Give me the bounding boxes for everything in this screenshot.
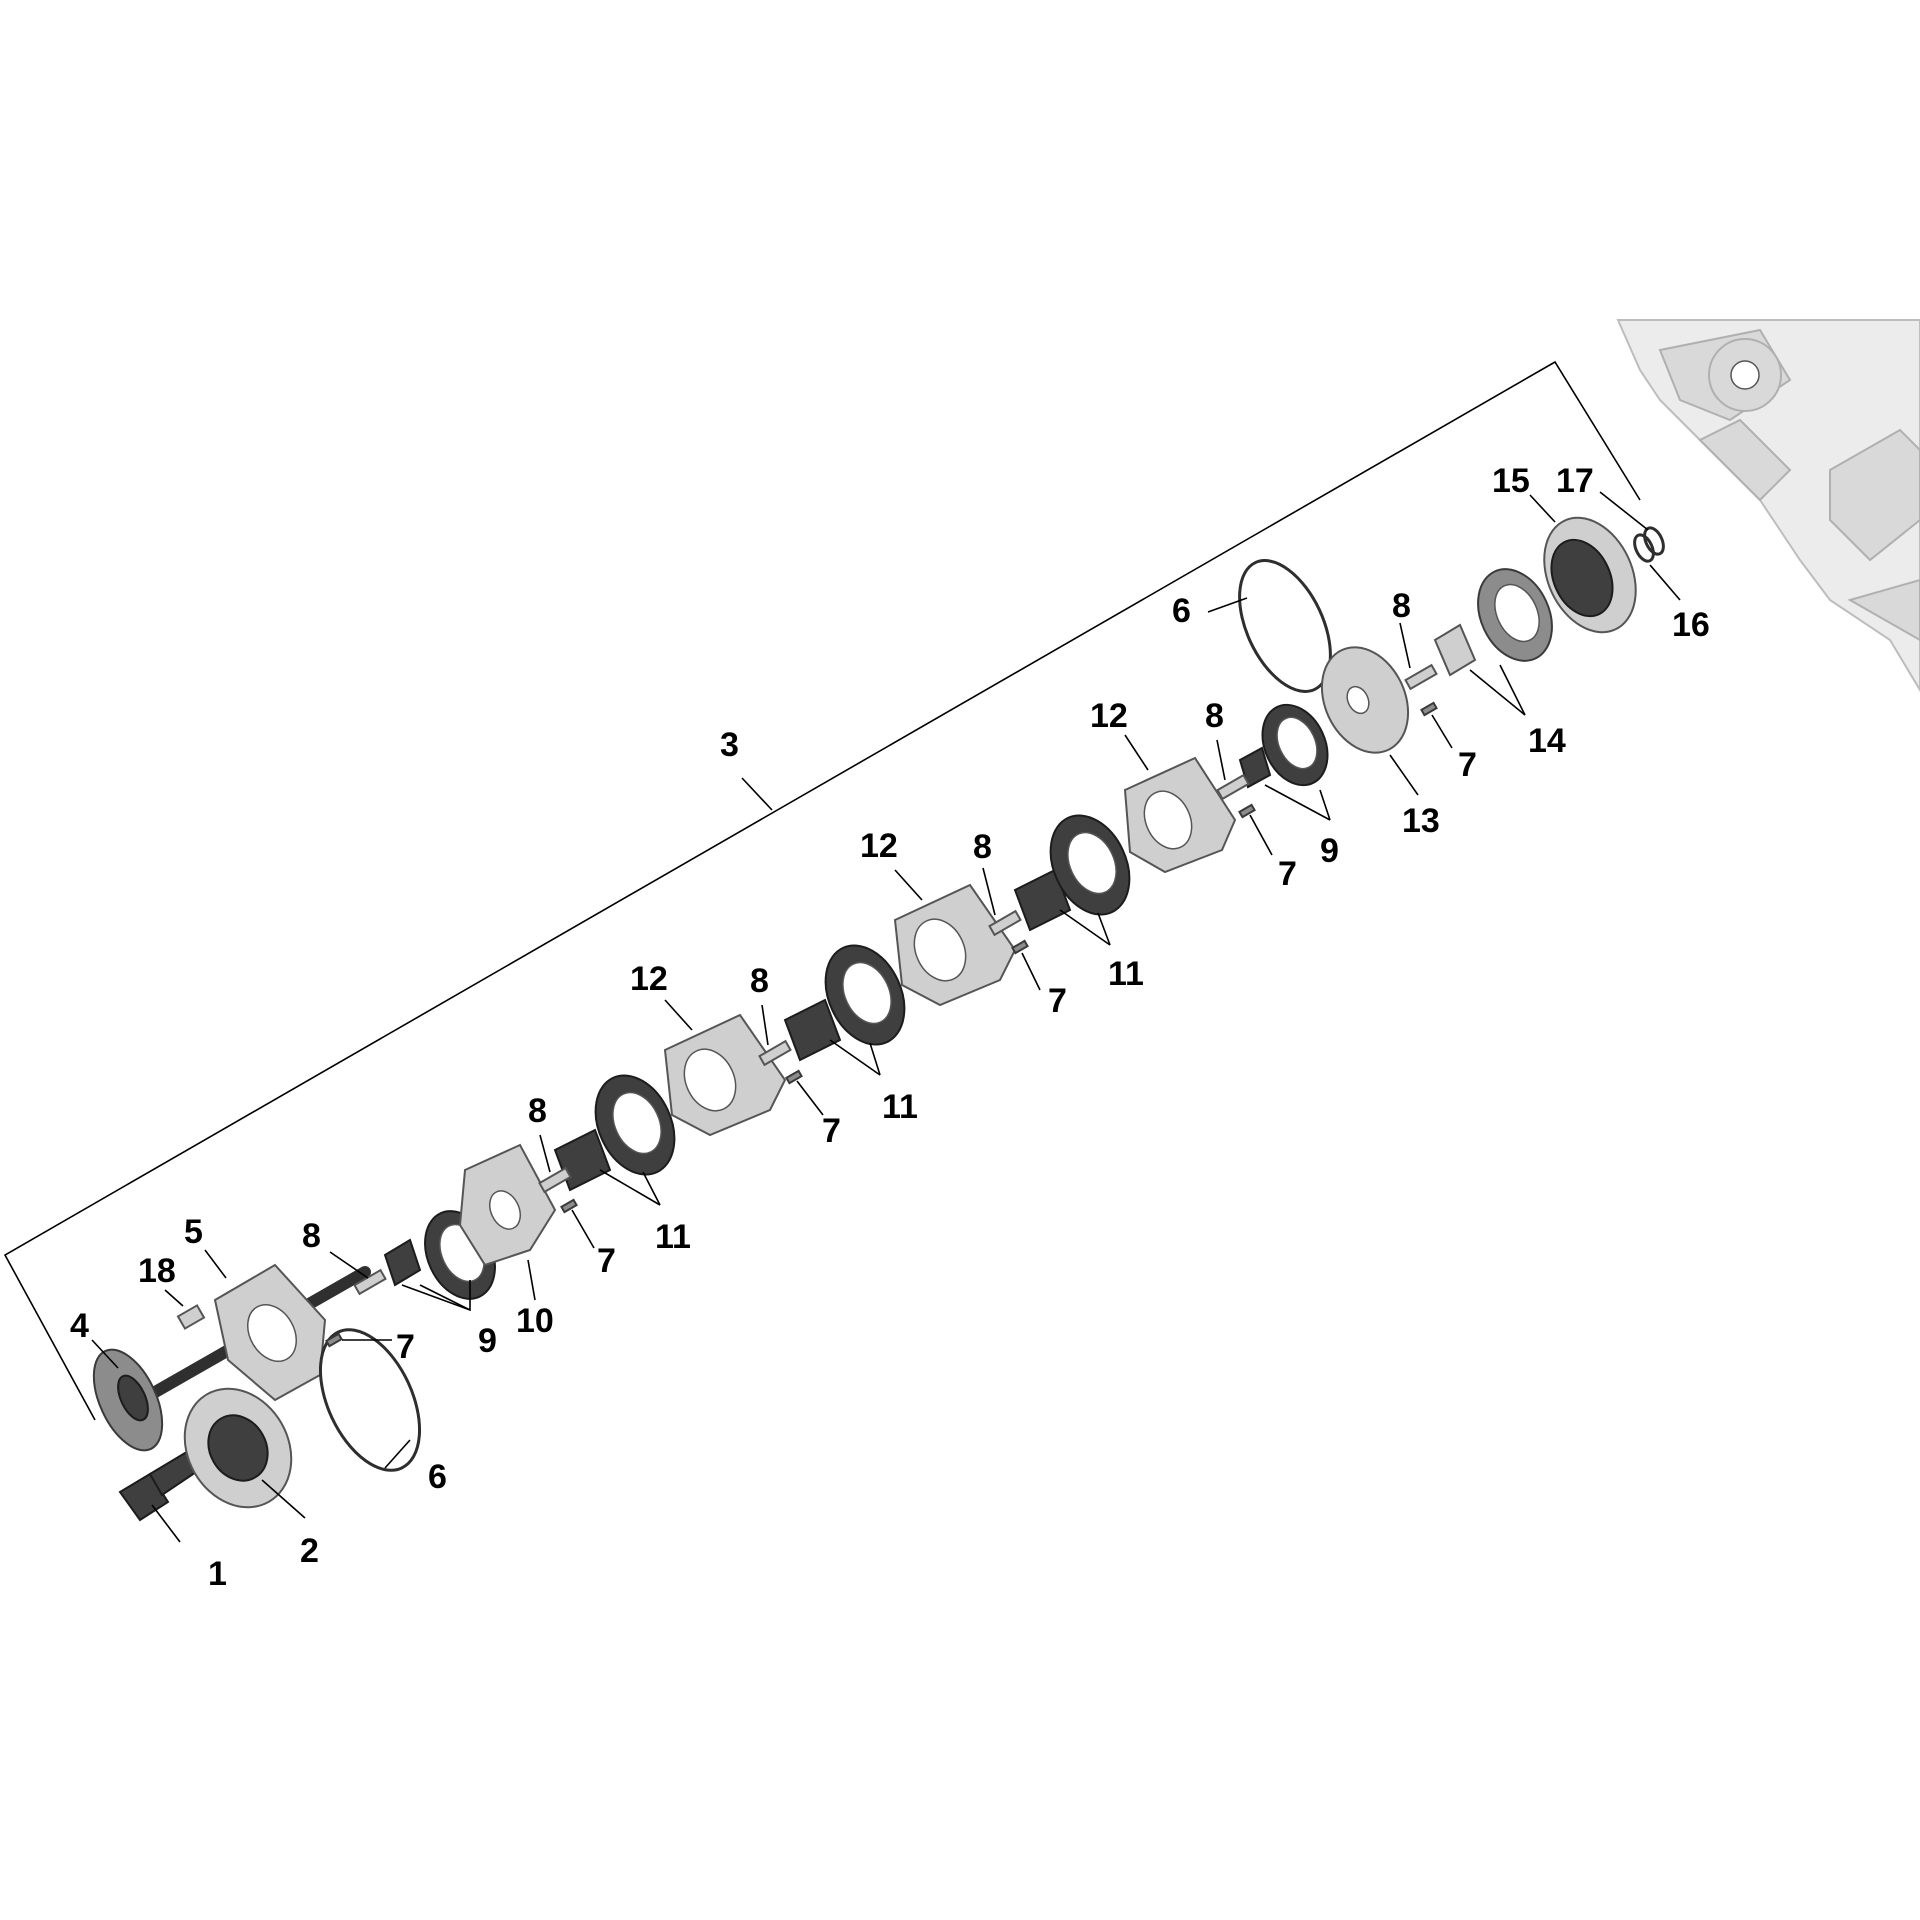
rotor-set-1 (383, 1210, 496, 1300)
stage-3 (1013, 814, 1131, 932)
callout-12-b: 12 (860, 827, 898, 865)
callout-8-d: 8 (973, 828, 992, 866)
cover-plate (213, 1263, 327, 1402)
callout-9-a: 9 (478, 1322, 497, 1360)
leader-lines (91, 491, 1681, 1543)
engine-housing (1616, 319, 1920, 692)
callout-4: 4 (70, 1307, 89, 1345)
drive-gear (92, 1348, 164, 1452)
callout-7-a: 7 (396, 1328, 415, 1366)
ring-17 (1643, 526, 1665, 556)
callout-18: 18 (138, 1252, 176, 1290)
group-bracket (3, 360, 1641, 1421)
pump-body-1 (663, 1013, 787, 1137)
callout-labels: 1 2 3 4 5 6 6 7 7 7 7 7 7 8 8 8 8 8 8 9 … (70, 462, 1710, 1593)
group-leader-3 (741, 777, 773, 811)
o-ring-upper (1238, 559, 1332, 693)
callout-7-f: 7 (1458, 746, 1477, 784)
rotor-set-2 (1238, 703, 1329, 789)
callout-14: 14 (1528, 722, 1566, 760)
end-plate (1320, 646, 1410, 754)
ring-16 (1633, 533, 1655, 563)
callout-11-c: 11 (1108, 955, 1144, 993)
small-bolt (176, 1304, 206, 1330)
callout-7-c: 7 (822, 1112, 841, 1150)
callout-9-b: 9 (1320, 832, 1339, 870)
callout-6-lower: 6 (428, 1458, 447, 1496)
callout-6-upper: 6 (1172, 592, 1191, 630)
callout-3: 3 (720, 726, 739, 764)
rotor-housing (1543, 516, 1637, 634)
callout-7-d: 7 (1048, 982, 1067, 1020)
pump-body-2 (893, 883, 1017, 1007)
pump-plate (458, 1143, 557, 1267)
callout-8-a: 8 (302, 1217, 321, 1255)
callout-8-b: 8 (528, 1092, 547, 1130)
callout-15: 15 (1492, 462, 1530, 500)
callout-16: 16 (1672, 606, 1710, 644)
callout-7-b: 7 (597, 1242, 616, 1280)
outer-rotor-set (1433, 568, 1553, 677)
pins (353, 663, 1438, 1296)
callout-8-f: 8 (1392, 587, 1411, 625)
pump-body-3 (1123, 756, 1237, 874)
callout-8-e: 8 (1205, 697, 1224, 735)
callout-5: 5 (184, 1213, 203, 1251)
callout-17: 17 (1556, 462, 1594, 500)
callout-11-a: 11 (655, 1218, 691, 1256)
callout-2: 2 (300, 1532, 319, 1570)
callout-13: 13 (1402, 802, 1440, 840)
callout-7-e: 7 (1278, 855, 1297, 893)
o-ring-lower (318, 1328, 422, 1472)
stage-2 (783, 944, 906, 1062)
callout-12-c: 12 (1090, 697, 1128, 735)
callout-11-b: 11 (882, 1088, 918, 1126)
driven-gear (183, 1387, 293, 1509)
callout-12-a: 12 (630, 960, 668, 998)
callout-1: 1 (208, 1555, 227, 1593)
dowels (325, 701, 1438, 1348)
callout-8-c: 8 (750, 962, 769, 1000)
callout-10: 10 (516, 1302, 554, 1340)
